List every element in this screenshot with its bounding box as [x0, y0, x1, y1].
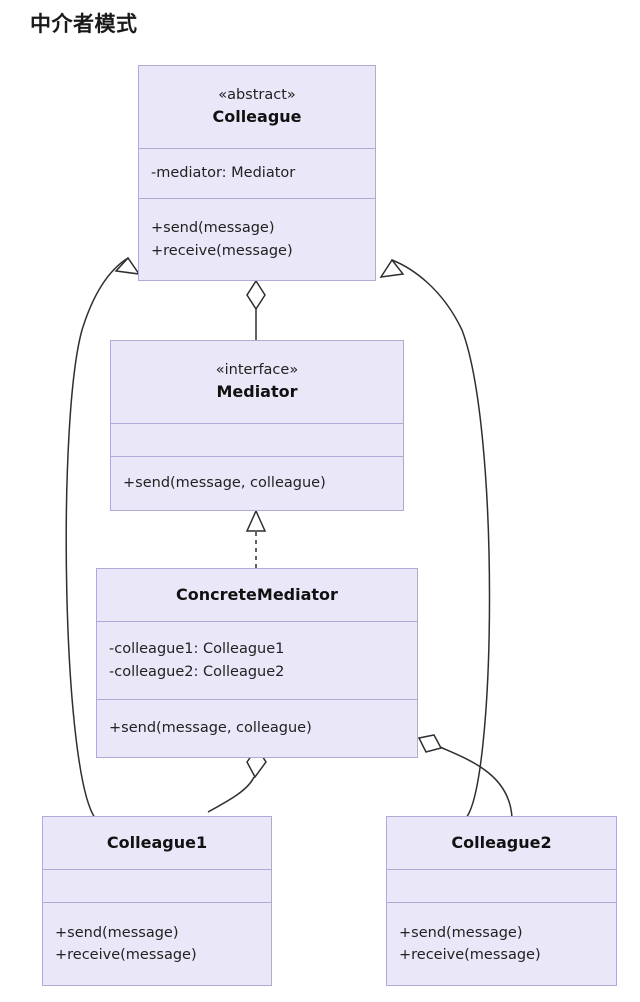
class-header-concrete-mediator: ConcreteMediator: [97, 569, 417, 621]
class-stereotype: «abstract»: [218, 87, 296, 104]
page-title: 中介者模式: [30, 12, 138, 36]
class-methods-colleague: +send(message) +receive(message): [139, 198, 375, 280]
class-box-mediator[interactable]: «interface» Mediator +send(message, coll…: [110, 340, 404, 511]
class-method: +receive(message): [399, 947, 541, 963]
class-name: Colleague: [212, 106, 302, 126]
edge-concretemediator-realization: [245, 509, 267, 568]
class-box-colleague1[interactable]: Colleague1 +send(message) +receive(messa…: [42, 816, 272, 986]
class-method: +send(message): [399, 924, 523, 941]
class-attributes-mediator: [111, 423, 403, 456]
class-stereotype: «interface»: [215, 362, 299, 379]
class-box-concrete-mediator[interactable]: ConcreteMediator -colleague1: Colleague1…: [96, 568, 418, 758]
class-name: Colleague1: [106, 832, 208, 852]
class-method: +send(message): [55, 924, 179, 941]
class-method: +send(message): [151, 220, 275, 237]
class-name: Colleague2: [451, 832, 552, 852]
class-methods-mediator: +send(message, colleague): [111, 456, 403, 510]
class-method: +receive(message): [151, 242, 293, 259]
class-attributes-colleague: -mediator: Mediator: [139, 148, 375, 198]
class-methods-colleague2: +send(message) +receive(message): [387, 902, 616, 985]
class-methods-concrete-mediator: +send(message, colleague): [97, 699, 417, 757]
class-attribute: -colleague2: Colleague2: [109, 663, 285, 680]
class-box-colleague[interactable]: «abstract» Colleague -mediator: Mediator…: [138, 65, 376, 281]
class-header-colleague2: Colleague2: [387, 817, 616, 869]
edge-concretemediator-aggregation-colleague2: [417, 734, 513, 819]
class-method: +send(message, colleague): [123, 475, 326, 492]
class-header-colleague: «abstract» Colleague: [139, 66, 375, 148]
class-name: ConcreteMediator: [176, 584, 338, 604]
edge-colleague-aggregation-mediator: [246, 279, 266, 340]
class-header-mediator: «interface» Mediator: [111, 341, 403, 423]
class-name: Mediator: [216, 381, 298, 401]
class-method: +receive(message): [55, 947, 197, 963]
class-attribute: -colleague1: Colleague1: [109, 641, 285, 658]
class-attributes-colleague2: [387, 869, 616, 902]
class-attributes-colleague1: [43, 869, 271, 902]
class-methods-colleague1: +send(message) +receive(message): [43, 902, 271, 985]
class-attributes-concrete-mediator: -colleague1: Colleague1 -colleague2: Col…: [97, 621, 417, 699]
class-attribute: -mediator: Mediator: [151, 165, 296, 182]
class-method: +send(message, colleague): [109, 720, 312, 737]
class-box-colleague2[interactable]: Colleague2 +send(message) +receive(messa…: [386, 816, 617, 986]
class-header-colleague1: Colleague1: [43, 817, 271, 869]
